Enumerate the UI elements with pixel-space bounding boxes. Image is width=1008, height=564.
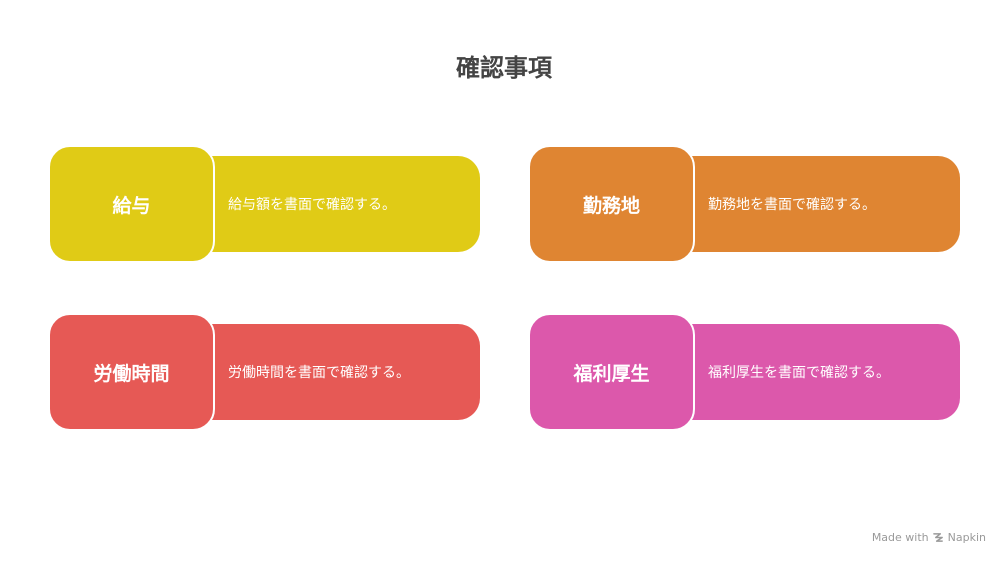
item-card-working-hours: 労働時間を書面で確認する。 労働時間 xyxy=(48,313,480,431)
made-with-napkin-footer: Made with Napkin xyxy=(872,531,986,544)
item-label-tab: 勤務地 xyxy=(528,145,695,263)
item-label: 勤務地 xyxy=(582,194,640,217)
item-description-box: 福利厚生を書面で確認する。 xyxy=(678,324,960,420)
napkin-logo-icon xyxy=(932,533,943,542)
item-label: 給与 xyxy=(112,194,151,217)
made-with-text: Made with xyxy=(871,531,929,544)
item-description-box: 勤務地を書面で確認する。 xyxy=(678,156,960,252)
item-description: 給与額を書面で確認する。 xyxy=(228,197,396,213)
item-description: 福利厚生を書面で確認する。 xyxy=(708,365,890,381)
item-label: 福利厚生 xyxy=(573,362,650,385)
page-title: 確認事項 xyxy=(456,54,552,82)
napkin-brand-text: Napkin xyxy=(947,531,986,544)
item-card-salary: 給与額を書面で確認する。 給与 xyxy=(48,145,480,263)
item-description-box: 労働時間を書面で確認する。 xyxy=(198,324,480,420)
item-card-workplace: 勤務地を書面で確認する。 勤務地 xyxy=(528,145,960,263)
item-description-box: 給与額を書面で確認する。 xyxy=(198,156,480,252)
item-description: 労働時間を書面で確認する。 xyxy=(228,365,410,381)
item-label-tab: 労働時間 xyxy=(48,313,215,431)
item-description: 勤務地を書面で確認する。 xyxy=(708,197,876,213)
item-card-benefits: 福利厚生を書面で確認する。 福利厚生 xyxy=(528,313,960,431)
item-label-tab: 給与 xyxy=(48,145,215,263)
item-label: 労働時間 xyxy=(93,362,170,385)
item-label-tab: 福利厚生 xyxy=(528,313,695,431)
